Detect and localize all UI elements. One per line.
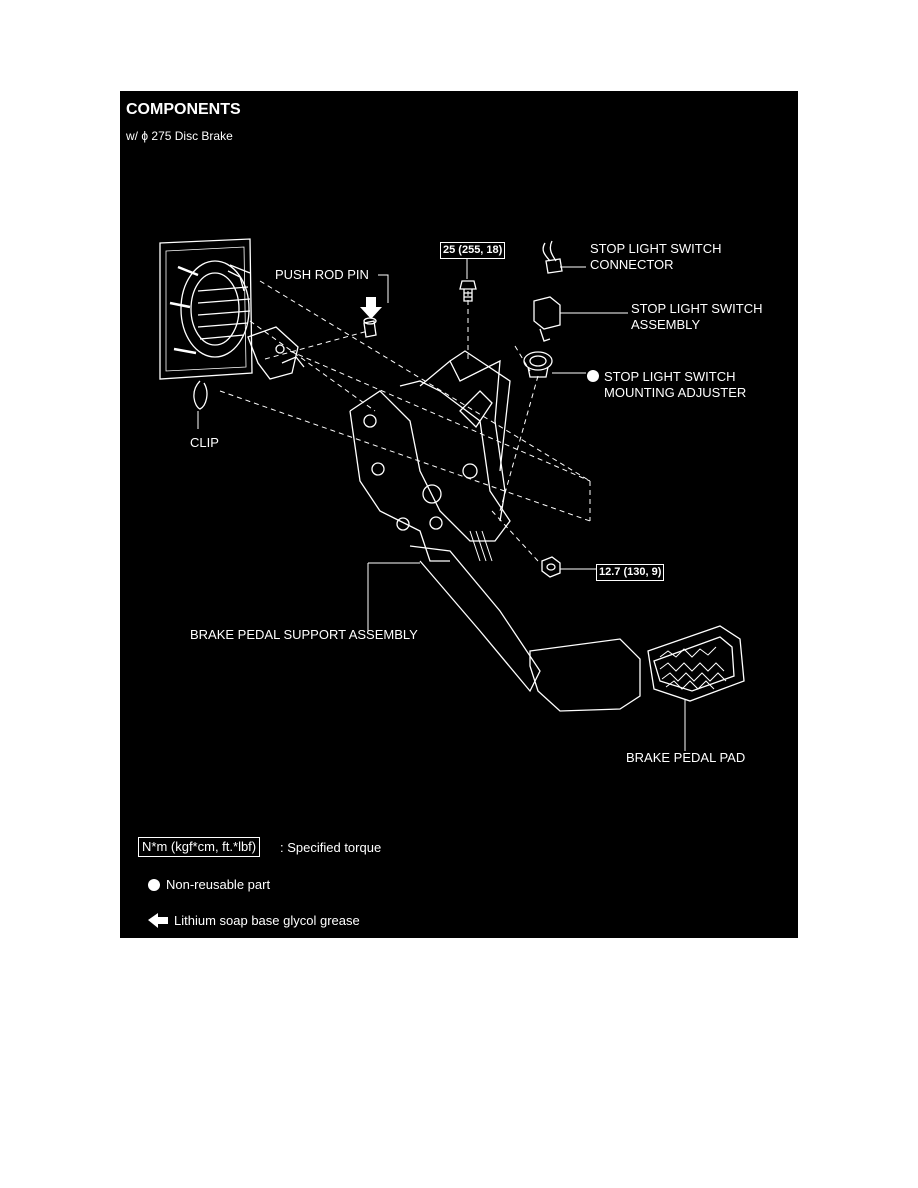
label-clip: CLIP (190, 435, 219, 450)
clip-illustration (193, 380, 208, 410)
pedal-arm-illustration (409, 545, 641, 712)
label-stop-light-switch-connector: STOP LIGHT SWITCH CONNECTOR (590, 241, 722, 272)
legend-grease: Lithium soap base glycol grease (174, 913, 360, 928)
torque-nut: 12.7 (130, 9) (596, 564, 665, 581)
pedal-support-illustration (349, 350, 511, 562)
label-brake-pedal-pad: BRAKE PEDAL PAD (626, 750, 746, 765)
legend-torque-desc: : Specified torque (280, 840, 382, 855)
legend-non-reusable: Non-reusable part (166, 877, 271, 892)
nut-illustration (541, 556, 561, 578)
label-push-rod-pin: PUSH ROD PIN (275, 267, 369, 282)
page-title: COMPONENTS (126, 101, 241, 118)
diagram-drawing (148, 238, 745, 928)
stop-light-switch-illustration (533, 296, 561, 342)
label-brake-pedal-support-assembly: BRAKE PEDAL SUPPORT ASSEMBLY (190, 627, 418, 642)
master-cylinder-illustration (159, 238, 305, 380)
label-mounting-adjuster: STOP LIGHT SWITCH MOUNTING ADJUSTER (604, 369, 747, 400)
legend-torque-unit: N*m (kgf*cm, ft.*lbf) (138, 837, 261, 857)
bolt-illustration (459, 280, 477, 302)
page-subtitle: w/ ϕ 275 Disc Brake (126, 129, 233, 143)
stop-light-switch-connector-illustration (542, 240, 563, 274)
legend-non-reusable-dot (148, 879, 160, 891)
label-stop-light-switch-assembly: STOP LIGHT SWITCH ASSEMBLY (631, 301, 763, 332)
mounting-adjuster-illustration (523, 351, 553, 378)
non-reusable-marker (587, 370, 599, 382)
push-rod-pin-illustration (363, 317, 377, 338)
brake-pedal-pad-illustration (647, 625, 745, 702)
torque-bolt: 25 (255, 18) (440, 242, 506, 259)
components-diagram: COMPONENTS w/ ϕ 275 Disc Brake PUSH ROD … (120, 91, 798, 938)
